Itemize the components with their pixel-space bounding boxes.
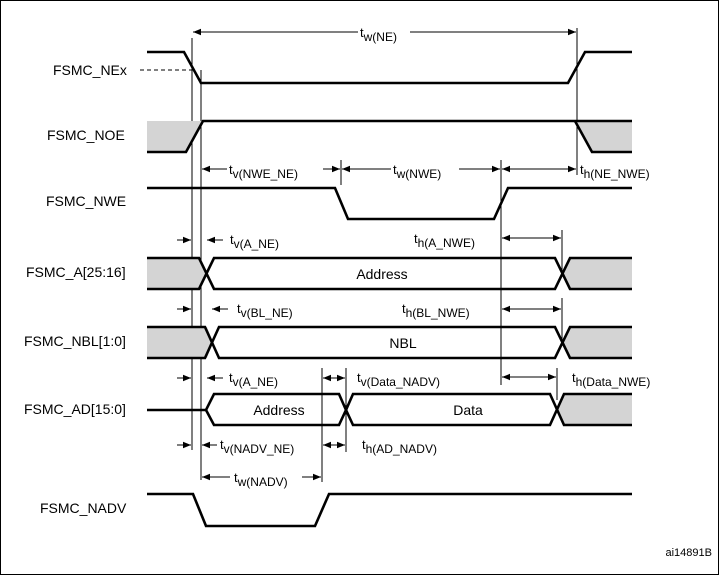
noe-undefined-right [575, 121, 632, 152]
addr-bus-value: Address [356, 266, 407, 282]
label-tw-nwe: tw(NWE) [393, 162, 441, 181]
signal-label-nwe: FSMC_NWE [46, 193, 126, 209]
label-th-ne-nwe: th(NE_NWE) [580, 162, 650, 181]
signal-label-noe: FSMC_NOE [47, 127, 125, 143]
waveform-nadv [147, 492, 632, 528]
ad-data-value: Data [453, 402, 483, 418]
label-th-bl-nwe: th(BL_NWE) [402, 301, 470, 320]
label-tv-nwe-ne: tv(NWE_NE) [229, 162, 298, 181]
label-th-data-nwe: th(Data_NWE) [572, 370, 650, 389]
waveform-ad: Address Data [147, 392, 632, 427]
figure-id: ai14891B [666, 547, 713, 559]
waveform-addr: Address [147, 256, 632, 291]
reference-lines [191, 28, 578, 482]
label-tv-bl-ne: tv(BL_NE) [237, 301, 293, 320]
label-tw-nadv: tw(NADV) [234, 470, 288, 489]
signal-label-addr: FSMC_A[25:16] [26, 264, 126, 280]
label-tv-nadv-ne: tv(NADV_NE) [220, 437, 294, 456]
timing-labels: tw(NE) tv(NWE_NE) tw(NWE) th(NE_NWE) tv(… [218, 20, 678, 489]
label-tv-data-nadv: tv(Data_NADV) [357, 370, 440, 389]
waveform-nwe [147, 186, 632, 221]
signal-label-nadv: FSMC_NADV [40, 500, 127, 516]
label-th-a-nwe: th(A_NWE) [414, 231, 475, 250]
label-th-ad-nadv: th(AD_NADV) [362, 437, 437, 456]
signal-label-ne: FSMC_NEx [53, 62, 127, 78]
label-tw-ne: tw(NE) [360, 25, 397, 44]
waveform-nbl: NBL [147, 325, 632, 360]
ad-address-value: Address [253, 402, 304, 418]
signal-label-ad: FSMC_AD[15:0] [24, 401, 126, 417]
signal-labels: FSMC_NEx FSMC_NOE FSMC_NWE FSMC_A[25:16]… [24, 62, 192, 516]
signal-label-nbl: FSMC_NBL[1:0] [24, 333, 126, 349]
waveform-ne [147, 50, 632, 85]
timing-arrows [177, 28, 576, 481]
label-tv-a-ne-2: tv(A_NE) [229, 370, 278, 389]
nbl-bus-value: NBL [389, 335, 416, 351]
waveform-noe [147, 119, 632, 154]
label-tv-a-ne: tv(A_NE) [230, 232, 279, 251]
